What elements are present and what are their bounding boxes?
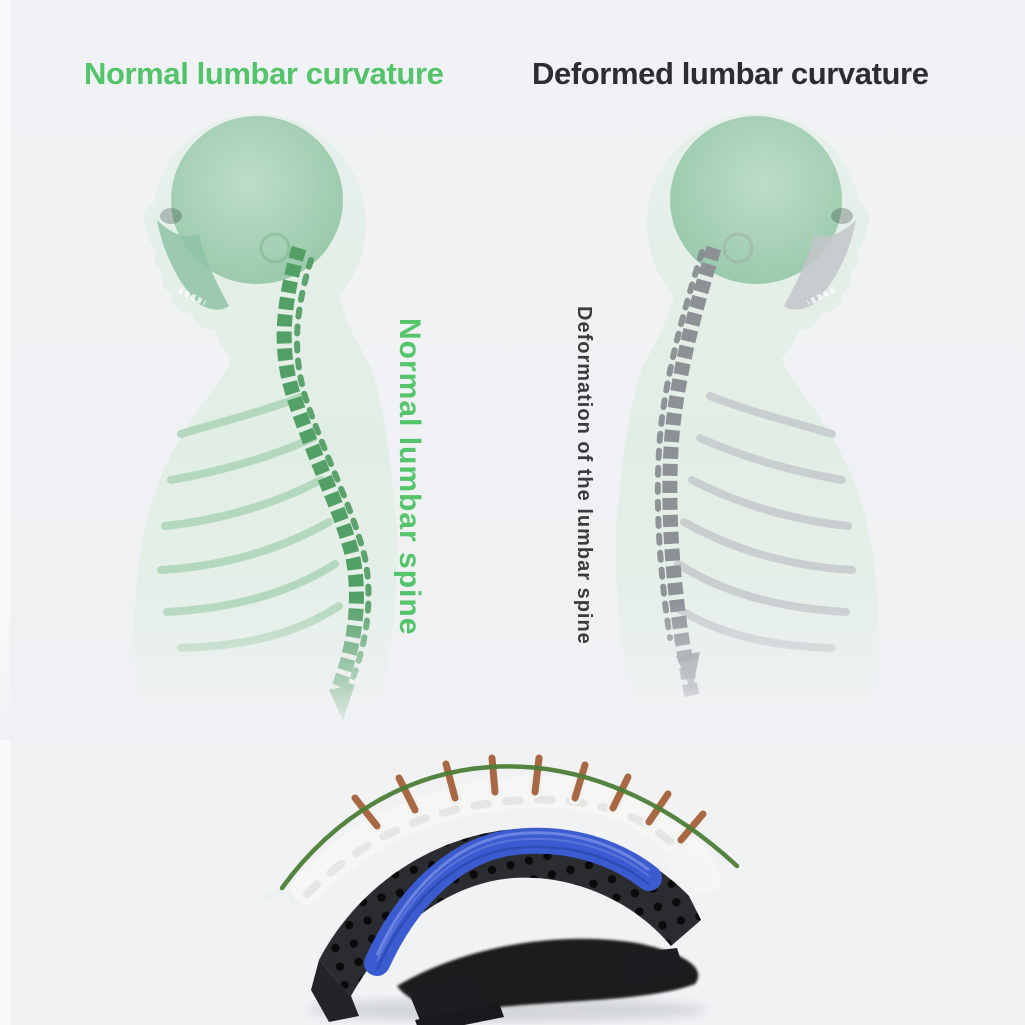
normal-spine-vertical-label: Normal lumbar spine [393, 318, 426, 636]
board-feet [407, 948, 686, 1025]
blue-band [364, 827, 662, 976]
product-shadow [307, 998, 707, 1022]
massage-nubs [319, 828, 701, 996]
back-stretcher-product-illustration [261, 751, 740, 1025]
normal-title: Normal lumbar curvature [84, 56, 444, 91]
deformed-title: Deformed lumbar curvature [532, 56, 929, 91]
massage-board [311, 828, 701, 1022]
deformation-vertical-label: Deformation of the lumbar spine [573, 306, 595, 645]
spine-drape [666, 850, 712, 890]
left-edge-highlight [0, 0, 10, 1025]
spine-model [261, 751, 721, 906]
green-arc [279, 764, 740, 891]
figure-fade [0, 600, 1025, 740]
spinous-processes [351, 754, 707, 844]
